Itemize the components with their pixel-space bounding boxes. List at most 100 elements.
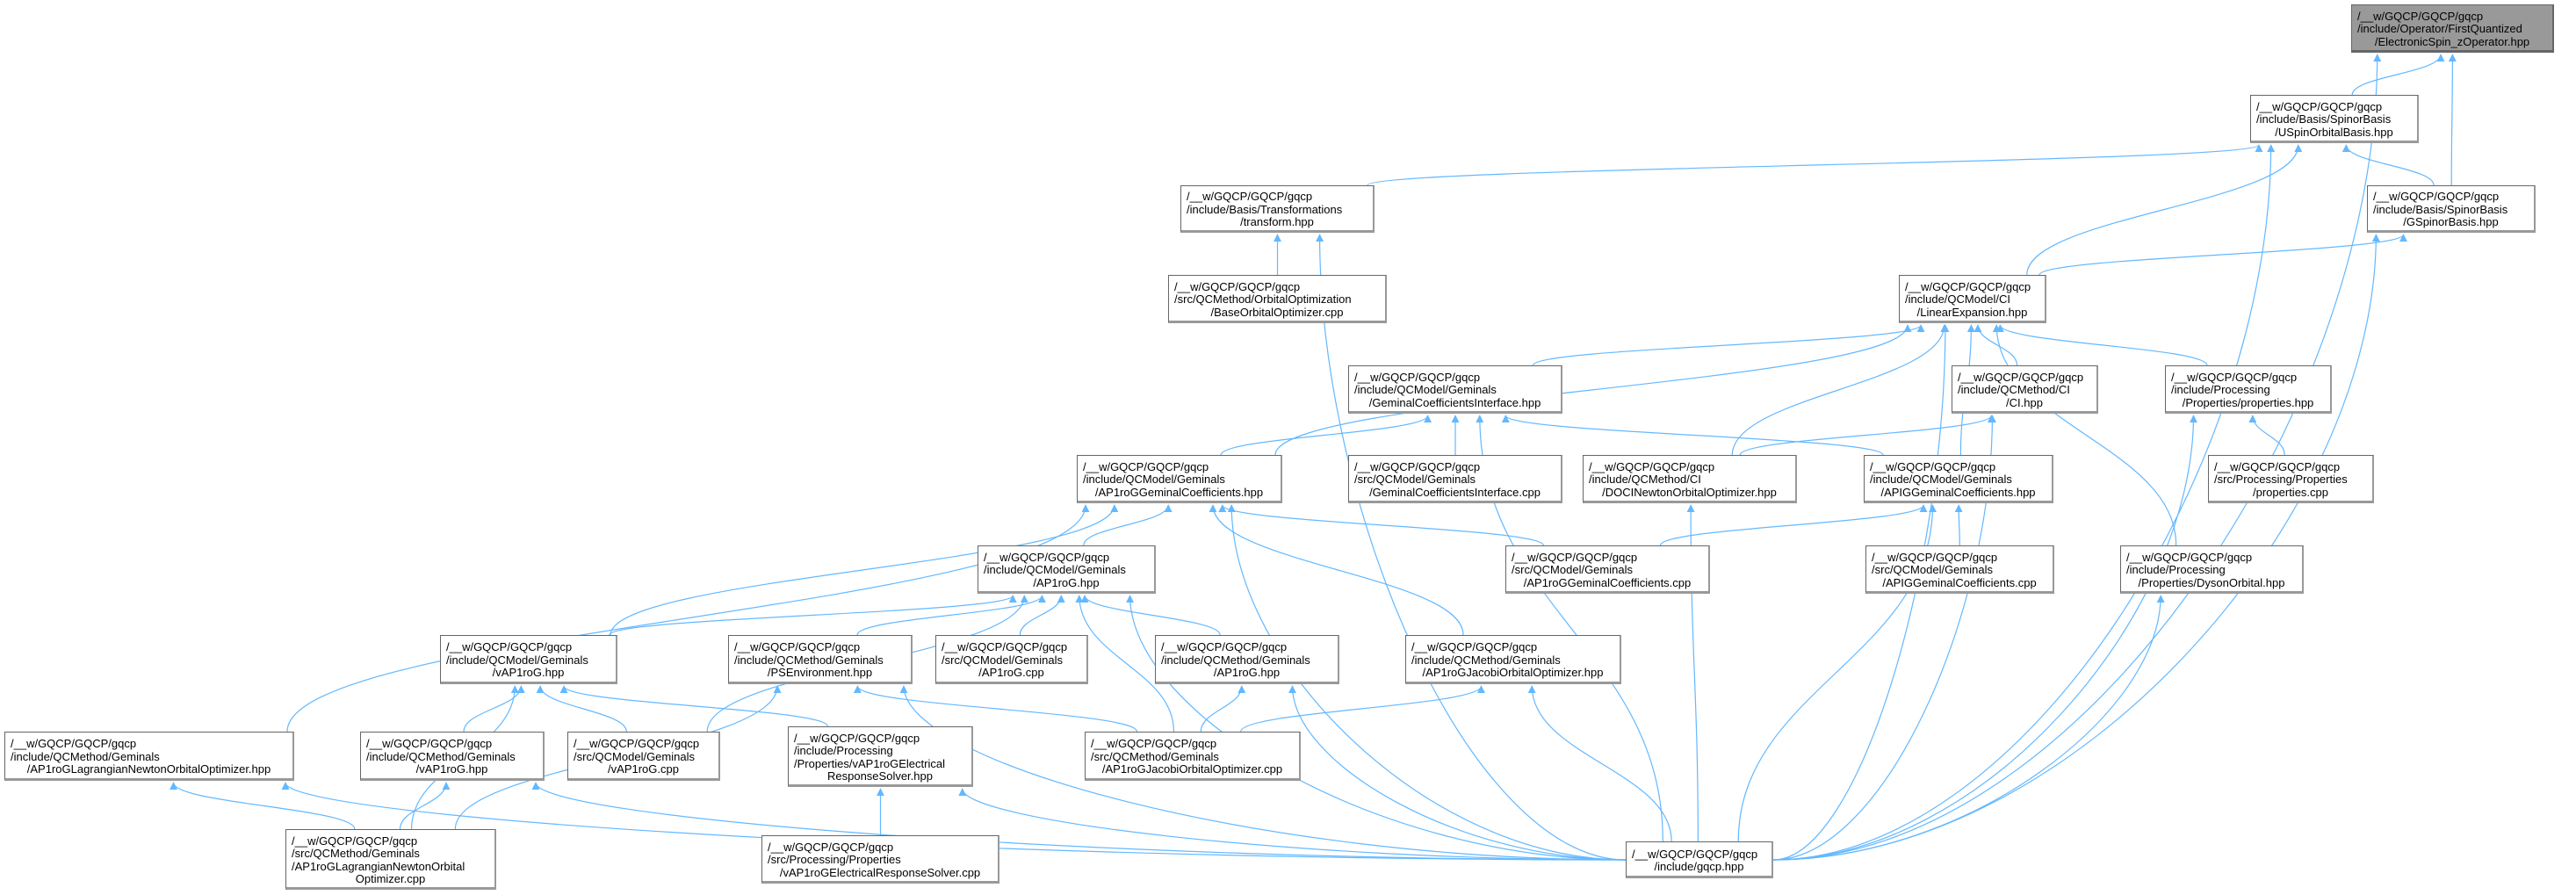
node-label-line: /include/Processing: [2126, 563, 2226, 577]
node-label-line: /__w/GQCP/GQCP/gqcp: [2373, 190, 2500, 204]
node-label-line: /include/QCModel/Geminals: [1354, 383, 1497, 397]
node-label-line: /DOCINewtonOrbitalOptimizer.hpp: [1602, 485, 1777, 499]
node-label-line: /__w/GQCP/GQCP/gqcp: [1083, 459, 1209, 473]
node-label-line: /include/QCMethod/Geminals: [11, 749, 160, 763]
node-label-line: /__w/GQCP/GQCP/gqcp: [292, 834, 418, 848]
node-label-line: /__w/GQCP/GQCP/gqcp: [1091, 737, 1217, 751]
node-label-line: /__w/GQCP/GQCP/gqcp: [794, 731, 920, 745]
node-label-line: /__w/GQCP/GQCP/gqcp: [2357, 9, 2484, 23]
dependency-edge: [958, 788, 1627, 861]
graph-node[interactable]: /__w/GQCP/GQCP/gqcp/include/QCModel/Gemi…: [1348, 365, 1562, 414]
dependency-edge: [1083, 504, 1173, 546]
dependency-edge: [281, 782, 1627, 861]
dependency-edge: [610, 504, 1119, 636]
node-label-line: /include/QCMethod/Geminals: [1161, 653, 1310, 667]
graph-node[interactable]: /__w/GQCP/GQCP/gqcp/src/QCModel/Geminals…: [935, 635, 1088, 684]
dependency-edge: [1227, 504, 1627, 861]
dependency-edge: [1501, 415, 1884, 456]
dependency-edge: [1200, 685, 1246, 733]
node-label-line: /__w/GQCP/GQCP/gqcp: [2214, 459, 2341, 473]
node-label-line: /__w/GQCP/GQCP/gqcp: [1905, 279, 2031, 293]
graph-node[interactable]: /__w/GQCP/GQCP/gqcp/src/QCMethod/Geminal…: [1085, 732, 1301, 781]
node-label-line: /AP1roGLagrangianNewtonOrbitalOptimizer.…: [26, 762, 271, 776]
node-label-line: /__w/GQCP/GQCP/gqcp: [2256, 99, 2383, 113]
graph-node[interactable]: /__w/GQCP/GQCP/gqcp/include/Basis/Spinor…: [2367, 185, 2536, 233]
dependency-edge: [1532, 324, 1925, 366]
node-label-line: /GeminalCoefficientsInterface.hpp: [1368, 395, 1541, 409]
graph-node[interactable]: /__w/GQCP/GQCP/gqcp/include/QCMethod/Gem…: [728, 635, 913, 684]
node-label-line: /__w/GQCP/GQCP/gqcp: [1354, 370, 1481, 384]
node-label-line: /Properties/DysonOrbital.hpp: [2138, 575, 2285, 589]
graph-node[interactable]: /__w/GQCP/GQCP/gqcp/include/QCModel/Gemi…: [1077, 455, 1282, 503]
graph-node[interactable]: /__w/GQCP/GQCP/gqcp/include/Processing/P…: [2120, 545, 2304, 594]
node-label-line: /__w/GQCP/GQCP/gqcp: [1958, 370, 2084, 384]
node-label-line: /src/QCMethod/Geminals: [1091, 749, 1219, 763]
node-label-line: /APIGGeminalCoefficients.hpp: [1880, 485, 2036, 499]
dependency-edge: [1218, 504, 1544, 546]
node-label-line: /__w/GQCP/GQCP/gqcp: [1174, 279, 1301, 293]
node-label-line: /ElectronicSpin_zOperator.hpp: [2374, 34, 2530, 48]
node-label-line: /GeminalCoefficientsInterface.cpp: [1369, 485, 1541, 499]
graph-node[interactable]: /__w/GQCP/GQCP/gqcp/include/QCMethod/CI/…: [1583, 455, 1797, 503]
graph-node[interactable]: /__w/GQCP/GQCP/gqcp/include/QCMethod/Gem…: [4, 732, 294, 781]
graph-node[interactable]: /__w/GQCP/GQCP/gqcp/include/QCModel/Gemi…: [1864, 455, 2053, 503]
dependency-edge: [1995, 324, 2208, 366]
graph-node[interactable]: /__w/GQCP/GQCP/gqcp/include/QCModel/Gemi…: [440, 635, 617, 684]
dependency-edge: [1019, 595, 1065, 636]
graph-node[interactable]: /__w/GQCP/GQCP/gqcp/include/Basis/Spinor…: [2250, 95, 2419, 143]
dependency-edge: [399, 782, 451, 830]
node-label-line: /src/QCModel/Geminals: [1512, 563, 1633, 577]
node-label-line: /__w/GQCP/GQCP/gqcp: [1354, 459, 1481, 473]
node-label-line: /transform.hpp: [1240, 215, 1314, 229]
node-label-line: /vAP1roG.hpp: [415, 762, 488, 776]
dependency-edge: [1772, 324, 1950, 861]
dependency-edge: [170, 782, 356, 830]
node-label-line: /AP1roGLagrangianNewtonOrbital: [292, 859, 465, 873]
node-label-line: /src/QCModel/Geminals: [1872, 563, 1993, 577]
node-label-line: /LinearExpansion.hpp: [1916, 305, 2028, 319]
dependency-edge: [1288, 685, 1627, 861]
graph-node[interactable]: /__w/GQCP/GQCP/gqcp/src/QCMethod/Orbital…: [1168, 275, 1387, 323]
node-label-line: /APIGGeminalCoefficients.cpp: [1882, 575, 2037, 589]
graph-node[interactable]: /__w/GQCP/GQCP/gqcp/src/Processing/Prope…: [761, 835, 999, 884]
node-label-line: /PSEnvironment.hpp: [767, 666, 873, 680]
graph-node[interactable]: /__w/GQCP/GQCP/gqcp/include/QCMethod/Gem…: [1155, 635, 1339, 684]
graph-node[interactable]: /__w/GQCP/GQCP/gqcp/include/Basis/Transf…: [1180, 185, 1375, 233]
node-label-line: /vAP1roG.cpp: [608, 762, 679, 776]
graph-node[interactable]: /__w/GQCP/GQCP/gqcp/src/QCModel/Geminals…: [1505, 545, 1710, 594]
dependency-edge: [1731, 324, 1949, 456]
graph-node[interactable]: /__w/GQCP/GQCP/gqcp/include/Processing/P…: [2165, 365, 2332, 414]
node-label-line: /include/QCMethod/CI: [1958, 383, 2070, 397]
graph-node[interactable]: /__w/GQCP/GQCP/gqcp/include/QCMethod/Gem…: [1405, 635, 1621, 684]
graph-node[interactable]: /__w/GQCP/GQCP/gqcp/src/QCModel/Geminals…: [1348, 455, 1562, 503]
dependency-edge: [1659, 504, 1928, 546]
node-label-line: /vAP1roG.hpp: [492, 666, 565, 680]
dependency-edge: [2026, 144, 2303, 276]
graph-node[interactable]: /__w/GQCP/GQCP/gqcp/include/QCMethod/Gem…: [360, 732, 545, 781]
graph-node[interactable]: /__w/GQCP/GQCP/gqcp/include/QCMethod/CI/…: [1952, 365, 2098, 414]
dependency-edge: [854, 685, 1137, 733]
graph-node[interactable]: /__w/GQCP/GQCP/gqcp/include/QCModel/CI/L…: [1899, 275, 2046, 323]
graph-root-node[interactable]: /__w/GQCP/GQCP/gqcp/include/Operator/Fir…: [2351, 4, 2554, 53]
node-label-line: /include/QCModel/CI: [1905, 292, 2010, 307]
node-label-line: /__w/GQCP/GQCP/gqcp: [734, 640, 861, 654]
graph-node[interactable]: /__w/GQCP/GQCP/gqcp/src/QCModel/Geminals…: [567, 732, 720, 781]
node-label-line: /include/QCModel/Geminals: [984, 563, 1126, 577]
graph-node[interactable]: /__w/GQCP/GQCP/gqcp/src/QCModel/Geminals…: [1865, 545, 2054, 594]
dependency-edge: [559, 685, 829, 727]
node-label-line: /include/Processing: [794, 744, 893, 757]
dependency-edge: [2038, 234, 2407, 276]
node-label-line: /AP1roGJacobiOrbitalOptimizer.hpp: [1422, 666, 1604, 680]
graph-node[interactable]: /__w/GQCP/GQCP/gqcp/include/Processing/P…: [788, 726, 973, 787]
graph-node[interactable]: /__w/GQCP/GQCP/gqcp/include/gqcp.hpp: [1626, 841, 1773, 878]
node-label-line: /__w/GQCP/GQCP/gqcp: [1161, 640, 1288, 654]
node-label-line: /include/QCMethod/CI: [1589, 473, 1701, 487]
node-label-line: /__w/GQCP/GQCP/gqcp: [574, 737, 700, 751]
graph-node[interactable]: /__w/GQCP/GQCP/gqcp/include/QCModel/Gemi…: [978, 545, 1156, 594]
graph-node[interactable]: /__w/GQCP/GQCP/gqcp/src/Processing/Prope…: [2208, 455, 2374, 503]
node-label-line: /__w/GQCP/GQCP/gqcp: [1872, 550, 1998, 564]
node-label-line: /AP1roGGeminalCoefficients.hpp: [1094, 485, 1264, 499]
graph-node[interactable]: /__w/GQCP/GQCP/gqcp/src/QCMethod/Geminal…: [285, 829, 496, 890]
dependency-edge: [1367, 144, 2263, 186]
